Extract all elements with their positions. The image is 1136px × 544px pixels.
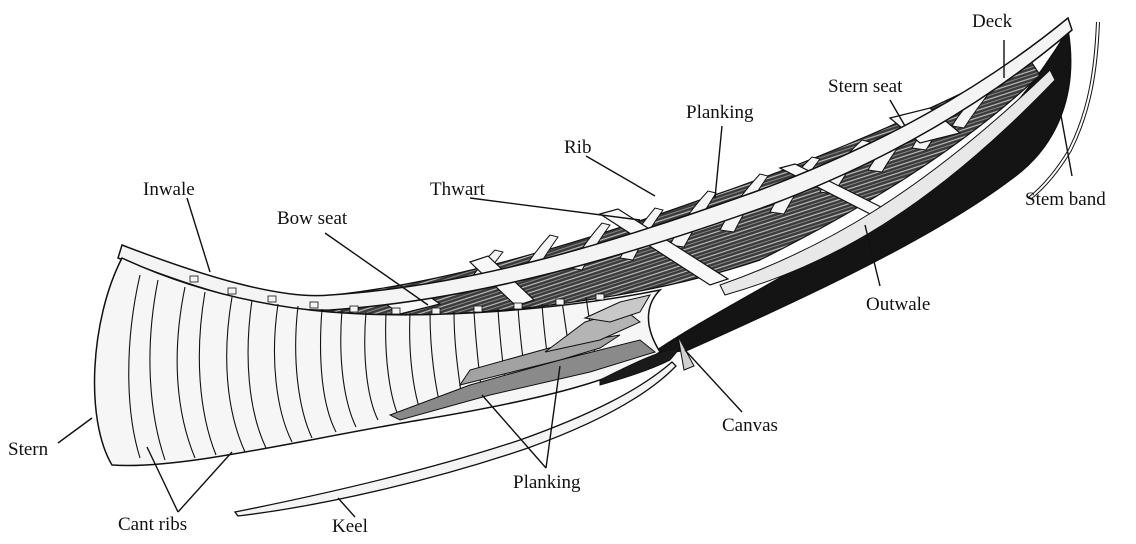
label-keel: Keel bbox=[332, 517, 368, 536]
label-inwale: Inwale bbox=[143, 180, 195, 199]
label-planking-top: Planking bbox=[686, 103, 754, 122]
label-outwale: Outwale bbox=[866, 295, 930, 314]
label-stem-band: Stem band bbox=[1025, 190, 1106, 209]
label-bow-seat: Bow seat bbox=[277, 209, 347, 228]
label-deck: Deck bbox=[972, 12, 1012, 31]
label-rib: Rib bbox=[564, 138, 591, 157]
label-thwart: Thwart bbox=[430, 180, 485, 199]
label-canvas: Canvas bbox=[722, 416, 778, 435]
label-cant-ribs: Cant ribs bbox=[118, 515, 187, 534]
label-stern: Stern bbox=[8, 440, 48, 459]
label-stern-seat: Stern seat bbox=[828, 77, 902, 96]
label-planking-bottom: Planking bbox=[513, 473, 581, 492]
